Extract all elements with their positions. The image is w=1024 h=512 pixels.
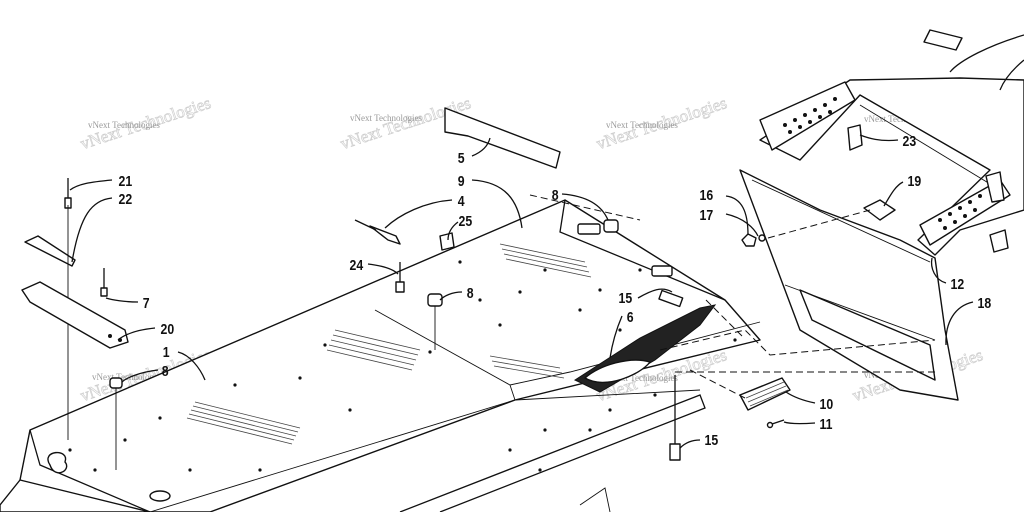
bolt-part-15-lower: [669, 375, 681, 461]
flap-part-6: [573, 304, 717, 393]
handle-grip-holes: [783, 97, 982, 230]
callout-7: 7: [143, 295, 150, 311]
handle-left: [759, 81, 856, 151]
callout-11: 11: [819, 416, 832, 432]
strip-part-5: [444, 107, 561, 169]
watermark-5: vNext Technologies: [92, 372, 164, 382]
callout-25: 25: [459, 213, 473, 229]
clip-right: [985, 171, 1009, 253]
callout-12: 12: [951, 276, 965, 292]
rib-hatching: [186, 243, 592, 445]
callout-5: 5: [458, 150, 465, 166]
callout-16: 16: [700, 187, 714, 203]
callout-8-center: 8: [467, 285, 474, 301]
callout-10: 10: [820, 396, 834, 412]
label-part-25: [439, 232, 455, 251]
rivet-holes: [68, 260, 737, 472]
handle-right: [919, 179, 1011, 246]
bumper-part-8-center: [427, 293, 443, 350]
bumper-part-8-left: [109, 377, 123, 470]
callout-6: 6: [627, 309, 634, 325]
rear-frame-part-12: [759, 29, 1024, 256]
callout-8-left: 8: [162, 363, 169, 379]
bumper-assembly: [739, 169, 959, 401]
callout-8-top: 8: [552, 187, 559, 203]
stud-part-4: [354, 219, 401, 245]
bolt-part-21: [64, 178, 72, 209]
screw-part-11: [766, 419, 785, 429]
watermark-1: vNext Technologies: [88, 120, 160, 130]
callout-15-lower: 15: [705, 432, 719, 448]
callout-24: 24: [350, 257, 364, 273]
callout-9: 9: [458, 173, 465, 189]
hitch-loop: [47, 451, 68, 474]
callout-15-upper: 15: [619, 290, 633, 306]
bolt-part-15-upper: [658, 289, 684, 308]
bracket-part-20: [21, 281, 129, 349]
leader-lines: [69, 34, 1024, 449]
watermark-7: vNext Technologies: [606, 373, 678, 383]
callout-23: 23: [903, 133, 917, 149]
bolt-part-24: [395, 262, 405, 293]
bolt-part-7: [100, 268, 108, 297]
watermark-2: vNext Technologies: [350, 113, 422, 123]
tunnel-hole: [149, 490, 171, 502]
callout-1: 1: [163, 344, 170, 360]
callout-labels: 21 22 7 20 1 8 5 9 4 25 24 8 8 15 6 16 1…: [119, 133, 992, 448]
callout-22: 22: [119, 191, 133, 207]
decal: [923, 29, 963, 51]
callout-20: 20: [161, 321, 175, 337]
reflector-part-10: [739, 377, 791, 411]
nut-part-19: [863, 199, 896, 221]
callout-18: 18: [978, 295, 992, 311]
callout-19: 19: [908, 173, 922, 189]
nut-washer-part-16-17: [741, 233, 766, 247]
clip-part-23: [847, 124, 863, 151]
assembly-lines: [529, 194, 936, 399]
callout-21: 21: [119, 173, 133, 189]
callout-4: 4: [458, 193, 465, 209]
callout-17: 17: [700, 207, 714, 223]
bumper-part-8-top: [577, 219, 673, 277]
watermark-3: vNext Technologies: [606, 120, 678, 130]
